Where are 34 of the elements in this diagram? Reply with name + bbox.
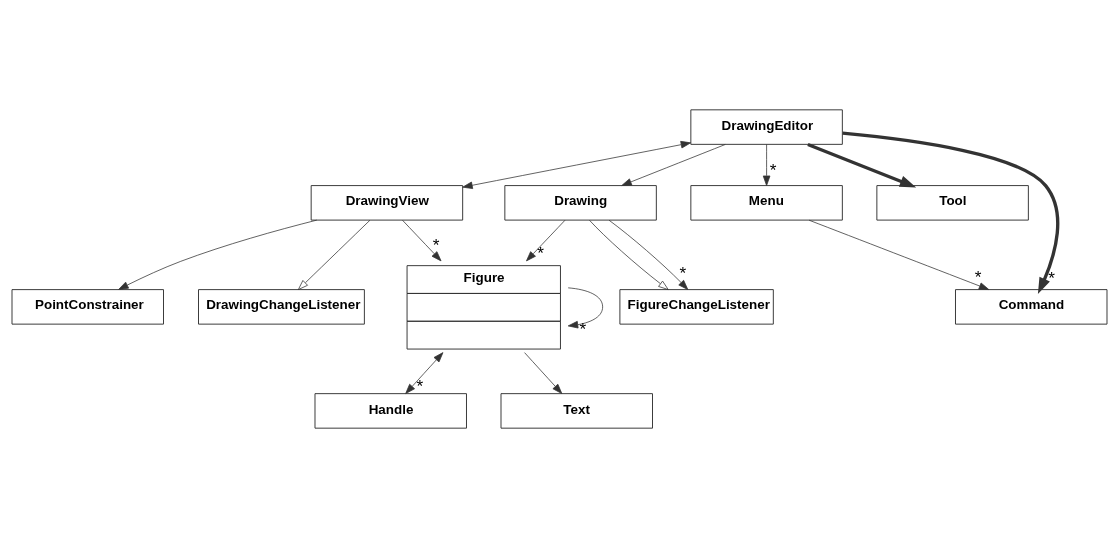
node-box: FigureChangeListener (619, 289, 774, 325)
arrow (807, 142, 917, 188)
arrow (567, 287, 604, 329)
edge-label: * (432, 234, 440, 255)
arrow (608, 219, 689, 290)
edge-label: * (1048, 267, 1056, 288)
arrow (118, 219, 318, 290)
node-box: DrawingEditor (690, 109, 843, 145)
edge-label: * (679, 263, 687, 284)
arrow (808, 219, 990, 290)
node-box: Menu (690, 185, 843, 221)
arrow (524, 352, 563, 394)
edge-label: * (579, 318, 587, 339)
edge-label: * (974, 266, 982, 287)
arrow (526, 219, 566, 262)
arrow (402, 219, 442, 262)
arrow (621, 144, 726, 186)
arrow (297, 219, 371, 290)
node-box: DrawingChangeListener (198, 289, 365, 325)
node-box: Handle (314, 393, 467, 429)
node-box: DrawingView (310, 185, 464, 221)
node-box: Command (955, 289, 1108, 325)
arrow (462, 140, 692, 189)
node-box: Tool (876, 185, 1029, 221)
arrow (842, 131, 1060, 295)
node-box: Text (500, 393, 653, 429)
node-box: Drawing (504, 185, 657, 221)
edge-label: * (537, 243, 545, 264)
node-box: PointConstrainer (11, 289, 164, 325)
arrow (405, 352, 444, 394)
arrow (589, 219, 669, 290)
arrow (762, 144, 771, 186)
edge-label: * (416, 375, 424, 396)
edge-label: * (769, 159, 777, 180)
